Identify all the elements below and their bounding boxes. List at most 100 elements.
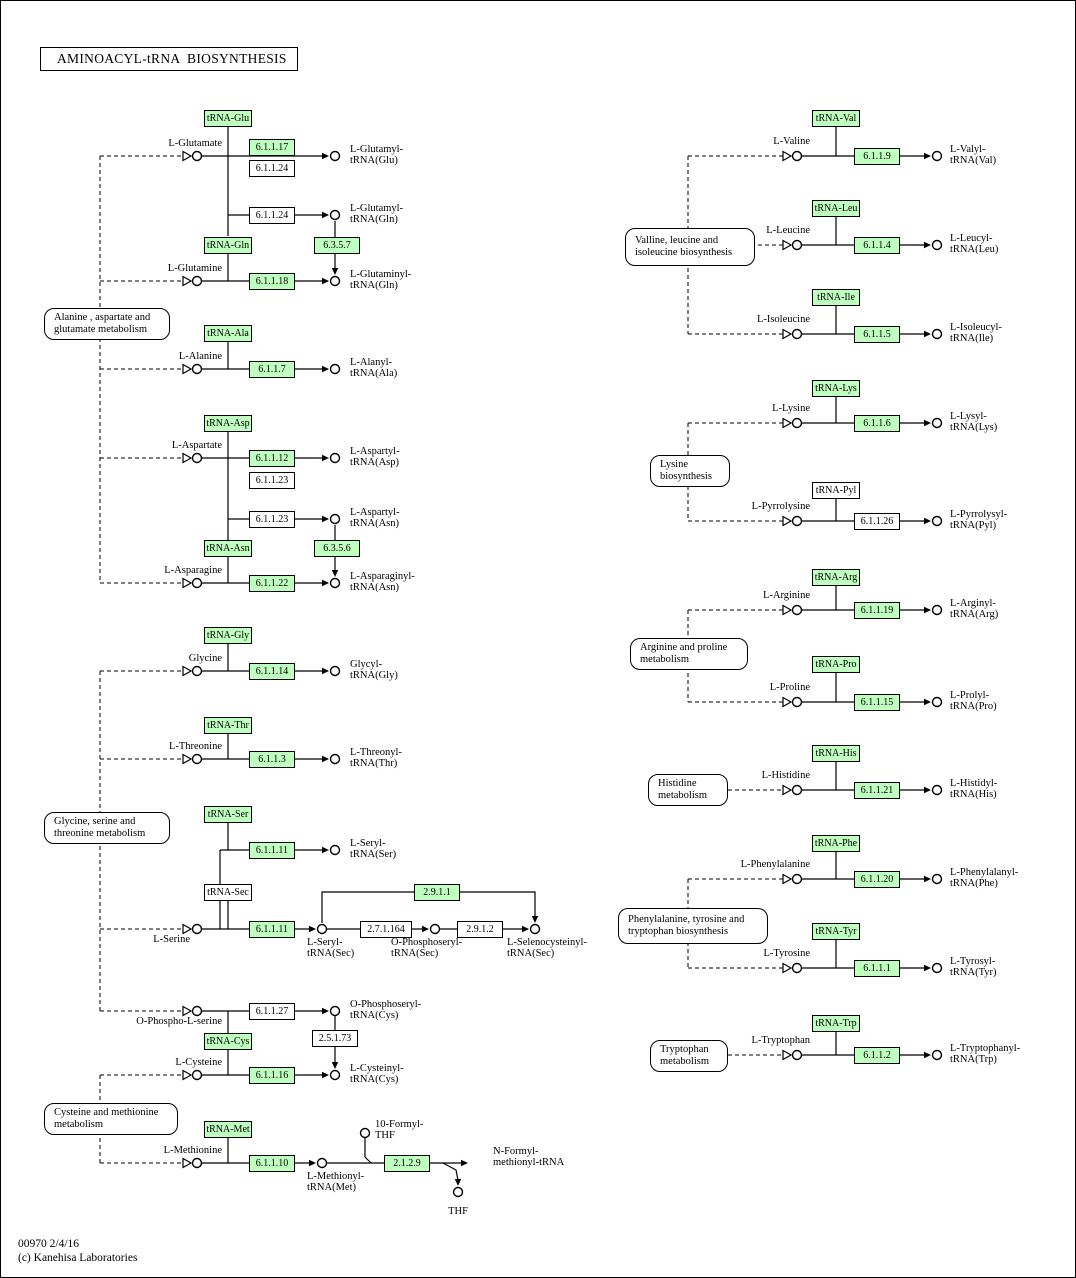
compound-l-selenocysteinyl-trna-sec[interactable] (529, 923, 541, 935)
trna-box-trna-pyl[interactable]: tRNA-Pyl (812, 481, 860, 499)
enzyme-box-2-9-1-1[interactable]: 2.9.1.1 (414, 883, 460, 901)
compound-l-seryl-trna-sec[interactable] (316, 923, 328, 935)
compound-l-pyrrolysyl-trna-pyl[interactable] (931, 515, 943, 527)
enzyme-box-6-1-1-3[interactable]: 6.1.1.3 (249, 750, 295, 768)
trna-box-trna-trp[interactable]: tRNA-Trp (812, 1014, 860, 1032)
compound-l-lysyl-trna-lys[interactable] (931, 417, 943, 429)
trna-box-trna-asp[interactable]: tRNA-Asp (204, 414, 252, 432)
compound-l-leucyl-trna-leu[interactable] (931, 239, 943, 251)
compound-l-alanyl-trna-ala[interactable] (329, 363, 341, 375)
compound-o-phosphoseryl-trna-sec[interactable] (429, 923, 441, 935)
compound-l-pyrrolysine[interactable] (791, 515, 803, 527)
enzyme-box-6-1-1-19[interactable]: 6.1.1.19 (854, 601, 900, 619)
enzyme-box-6-3-5-7[interactable]: 6.3.5.7 (314, 236, 360, 254)
compound-l-phenylalanyl-trna-phe[interactable] (931, 873, 943, 885)
enzyme-box-6-1-1-15[interactable]: 6.1.1.15 (854, 693, 900, 711)
trna-box-trna-cys[interactable]: tRNA-Cys (204, 1032, 252, 1050)
enzyme-box-6-1-1-2[interactable]: 6.1.1.2 (854, 1046, 900, 1064)
compound-l-alanine[interactable] (191, 363, 203, 375)
compound-l-arginine[interactable] (791, 604, 803, 616)
trna-box-trna-glu[interactable]: tRNA-Glu (204, 109, 252, 127)
trna-box-trna-phe[interactable]: tRNA-Phe (812, 834, 860, 852)
compound-l-prolyl-trna-pro[interactable] (931, 696, 943, 708)
trna-box-trna-leu[interactable]: tRNA-Leu (812, 199, 860, 217)
compound-l-tryptophanyl-trna-trp[interactable] (931, 1049, 943, 1061)
compound-l-arginyl-trna-arg[interactable] (931, 604, 943, 616)
enzyme-box-6-1-1-27[interactable]: 6.1.1.27 (249, 1002, 295, 1020)
compound-l-lysine[interactable] (791, 417, 803, 429)
compound-l-aspartyl-trna-asn[interactable] (329, 513, 341, 525)
compound-l-glutamyl-trna-glu[interactable] (329, 150, 341, 162)
enzyme-box-6-1-1-11[interactable]: 6.1.1.11 (249, 920, 295, 938)
enzyme-box-6-1-1-18[interactable]: 6.1.1.18 (249, 272, 295, 290)
compound-l-glutamate[interactable] (191, 150, 203, 162)
trna-box-trna-thr[interactable]: tRNA-Thr (204, 716, 252, 734)
trna-box-trna-ser[interactable]: tRNA-Ser (204, 805, 252, 823)
enzyme-box-2-7-1-164[interactable]: 2.7.1.164 (360, 920, 412, 938)
compound-l-tyrosine[interactable] (791, 962, 803, 974)
compound-l-histidyl-trna-his[interactable] (931, 784, 943, 796)
enzyme-box-6-1-1-4[interactable]: 6.1.1.4 (854, 236, 900, 254)
compound-l-leucine[interactable] (791, 239, 803, 251)
enzyme-box-6-1-1-26[interactable]: 6.1.1.26 (854, 512, 900, 530)
enzyme-box-6-1-1-1[interactable]: 6.1.1.1 (854, 959, 900, 977)
compound-l-isoleucyl-trna-ile[interactable] (931, 328, 943, 340)
enzyme-box-6-1-1-10[interactable]: 6.1.1.10 (249, 1154, 295, 1172)
compound-l-methionine[interactable] (191, 1157, 203, 1169)
compound-o-phospho-l-serine[interactable] (191, 1005, 203, 1017)
compound-l-glutamine[interactable] (191, 275, 203, 287)
trna-box-trna-ile[interactable]: tRNA-Ile (812, 288, 860, 306)
compound-o-phosphoseryl-trna-cys[interactable] (329, 1005, 341, 1017)
enzyme-box-6-1-1-17[interactable]: 6.1.1.17 (249, 138, 295, 156)
compound-l-glutamyl-trna-gln[interactable] (329, 209, 341, 221)
compound-glycine[interactable] (191, 665, 203, 677)
compound-l-glutaminyl-trna-gln[interactable] (329, 275, 341, 287)
enzyme-box-6-1-1-24[interactable]: 6.1.1.24 (249, 206, 295, 224)
compound-l-seryl-trna-ser[interactable] (329, 844, 341, 856)
enzyme-box-2-9-1-2[interactable]: 2.9.1.2 (457, 920, 503, 938)
trna-box-trna-ala[interactable]: tRNA-Ala (204, 324, 252, 342)
compound-l-valyl-trna-val[interactable] (931, 150, 943, 162)
enzyme-box-6-1-1-5[interactable]: 6.1.1.5 (854, 325, 900, 343)
enzyme-box-6-1-1-20[interactable]: 6.1.1.20 (854, 870, 900, 888)
enzyme-box-6-1-1-7[interactable]: 6.1.1.7 (249, 360, 295, 378)
trna-box-trna-val[interactable]: tRNA-Val (812, 109, 860, 127)
trna-box-trna-his[interactable]: tRNA-His (812, 744, 860, 762)
trna-box-trna-gln[interactable]: tRNA-Gln (204, 236, 252, 254)
compound-l-cysteinyl-trna-cys[interactable] (329, 1069, 341, 1081)
compound-l-threonine[interactable] (191, 753, 203, 765)
compound-l-tyrosyl-trna-tyr[interactable] (931, 962, 943, 974)
trna-box-trna-sec[interactable]: tRNA-Sec (204, 883, 252, 901)
compound-l-methionyl-trna-met[interactable] (316, 1157, 328, 1169)
enzyme-box-6-3-5-6[interactable]: 6.3.5.6 (314, 539, 360, 557)
compound-l-asparagine[interactable] (191, 577, 203, 589)
compound-glycyl-trna-gly[interactable] (329, 665, 341, 677)
trna-box-trna-lys[interactable]: tRNA-Lys (812, 379, 860, 397)
compound-l-tryptophan[interactable] (791, 1049, 803, 1061)
compound-10-formyl-thf[interactable] (359, 1127, 371, 1139)
enzyme-box-2-5-1-73[interactable]: 2.5.1.73 (312, 1029, 358, 1047)
trna-box-trna-pro[interactable]: tRNA-Pro (812, 655, 860, 673)
trna-box-trna-gly[interactable]: tRNA-Gly (204, 626, 252, 644)
trna-box-trna-met[interactable]: tRNA-Met (204, 1120, 252, 1138)
enzyme-box-6-1-1-23[interactable]: 6.1.1.23 (249, 471, 295, 489)
compound-l-aspartate[interactable] (191, 452, 203, 464)
compound-l-cysteine[interactable] (191, 1069, 203, 1081)
compound-l-asparaginyl-trna-asn[interactable] (329, 577, 341, 589)
enzyme-box-6-1-1-16[interactable]: 6.1.1.16 (249, 1066, 295, 1084)
compound-l-serine[interactable] (191, 923, 203, 935)
compound-l-valine[interactable] (791, 150, 803, 162)
enzyme-box-6-1-1-14[interactable]: 6.1.1.14 (249, 662, 295, 680)
compound-l-histidine[interactable] (791, 784, 803, 796)
trna-box-trna-tyr[interactable]: tRNA-Tyr (812, 922, 860, 940)
enzyme-box-6-1-1-9[interactable]: 6.1.1.9 (854, 147, 900, 165)
